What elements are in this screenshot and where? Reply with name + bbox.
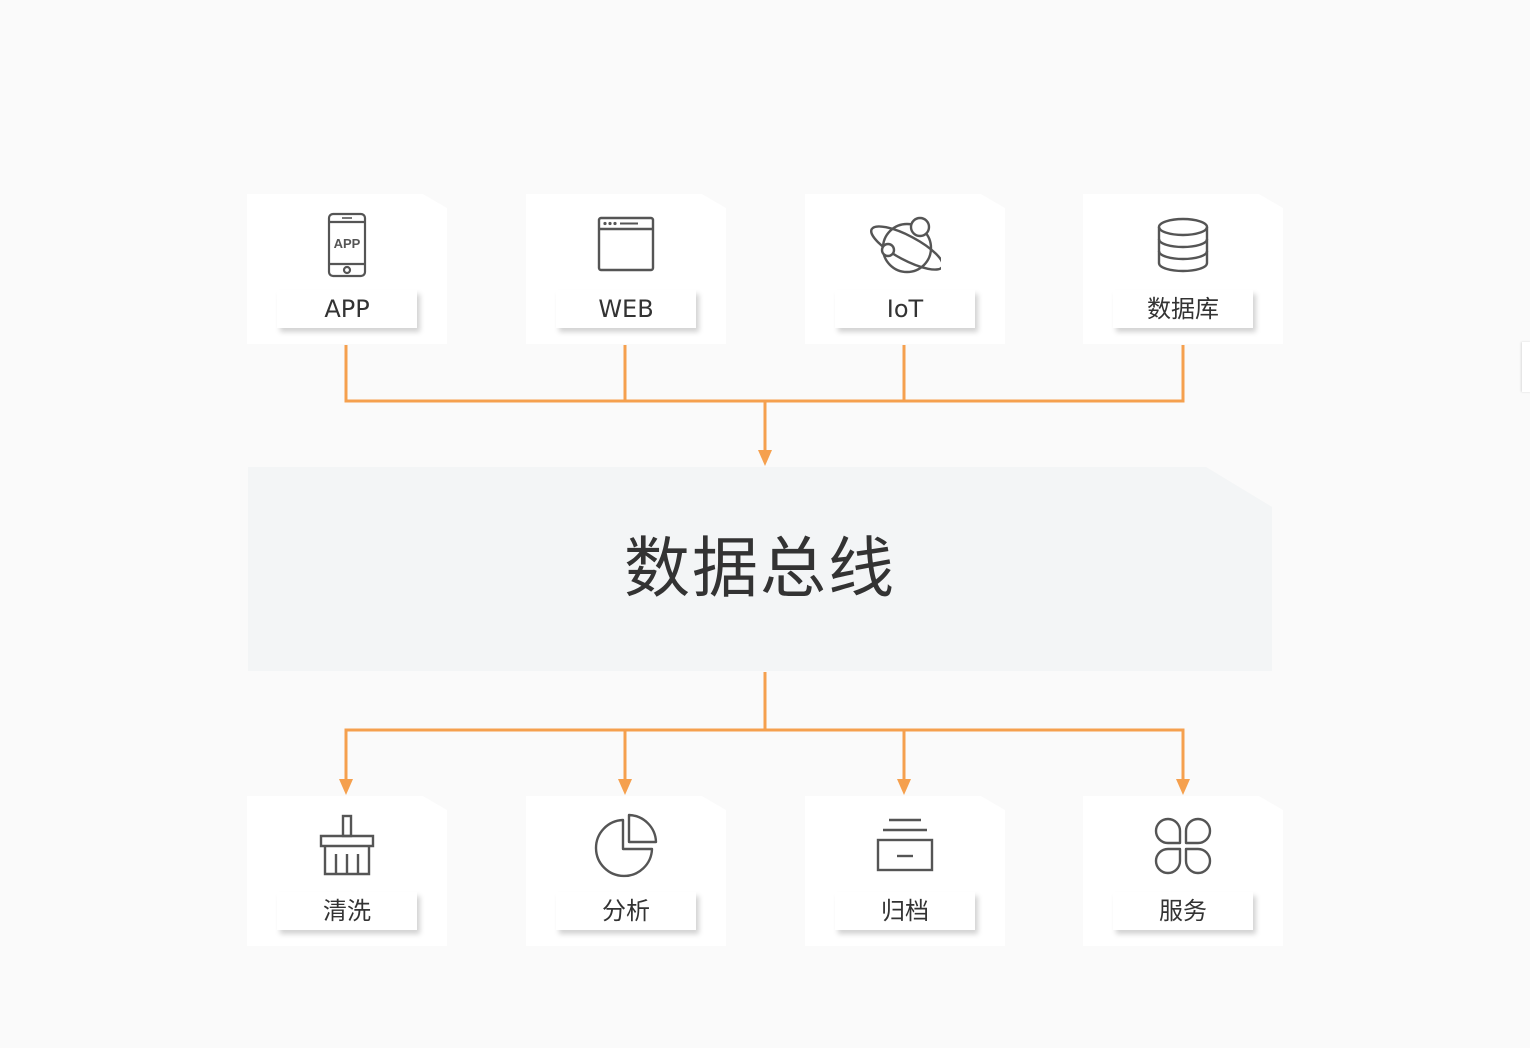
browser-window-icon <box>597 216 655 272</box>
target-label-archive: 归档 <box>835 892 975 930</box>
target-card-analysis: 分析 <box>526 796 726 946</box>
target-label-service: 服务 <box>1113 892 1253 930</box>
data-bus-block: 数据总线 <box>248 467 1272 671</box>
mobile-app-icon: APP <box>327 212 367 278</box>
app-icon-text: APP <box>334 236 361 251</box>
target-card-service: 服务 <box>1083 796 1283 946</box>
source-label-iot: IoT <box>835 290 975 328</box>
target-card-cleaning: 清洗 <box>247 796 447 946</box>
target-label-cleaning: 清洗 <box>277 892 417 930</box>
target-label-analysis: 分析 <box>556 892 696 930</box>
clover-grid-icon <box>1154 817 1212 875</box>
data-bus-title: 数据总线 <box>624 530 896 607</box>
source-label-database: 数据库 <box>1113 290 1253 328</box>
source-card-web: WEB <box>526 194 726 344</box>
edge-tab <box>1522 342 1530 392</box>
planet-orbit-icon <box>870 216 941 274</box>
broom-icon <box>319 814 375 876</box>
database-icon <box>1157 217 1209 273</box>
source-label-web: WEB <box>556 290 696 328</box>
source-card-iot: IoT <box>805 194 1005 344</box>
archive-box-icon <box>876 818 934 872</box>
pie-chart-icon <box>594 813 658 878</box>
source-card-app: APP APP <box>247 194 447 344</box>
target-card-archive: 归档 <box>805 796 1005 946</box>
source-label-app: APP <box>277 290 417 328</box>
source-card-database: 数据库 <box>1083 194 1283 344</box>
